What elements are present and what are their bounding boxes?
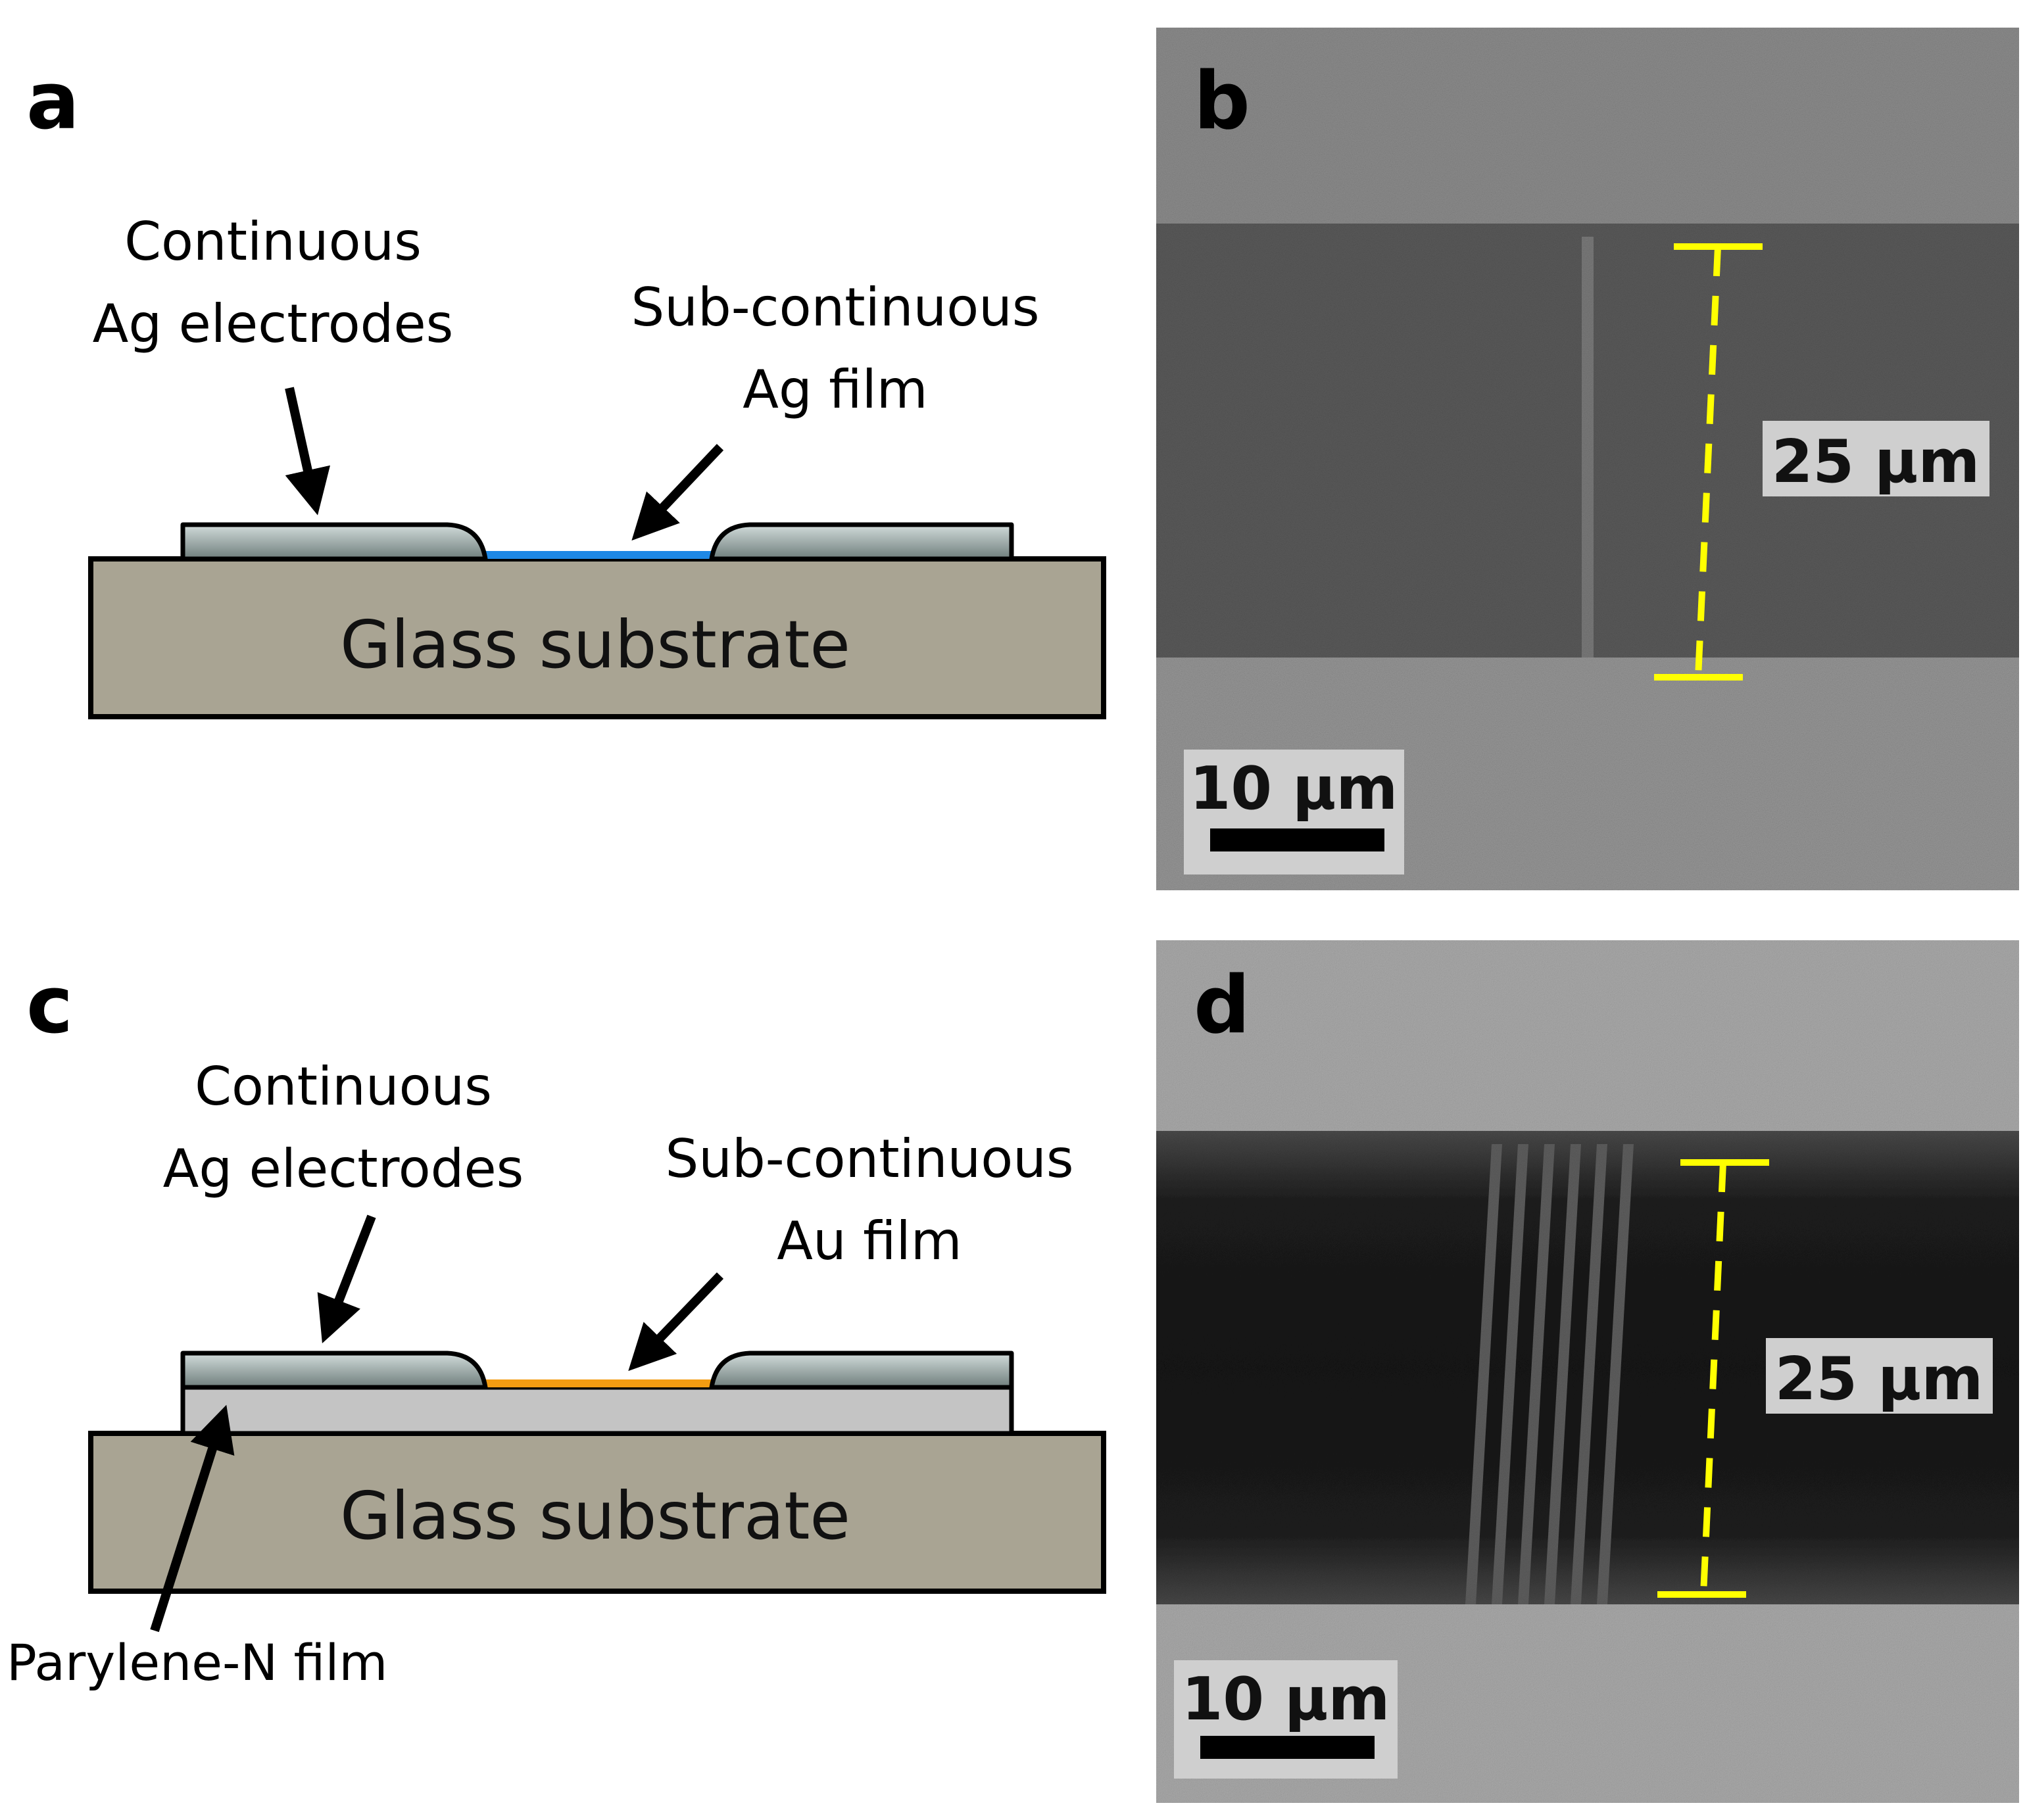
panel-b-dimension-label-box (1763, 421, 1989, 496)
panel-c-electrode-label-line2: Ag electrodes (163, 1138, 524, 1199)
panel-c-au-film (480, 1379, 717, 1387)
panel-a-left-electrode (180, 522, 488, 562)
panel-d-scalebar-label: 10 µm (1182, 1665, 1390, 1734)
panel-b-dimension-line (1695, 246, 1721, 678)
panel-a-electrode-label-line1: Continuous (124, 211, 422, 272)
panel-c-parylene-label: Parylene-N film (7, 1633, 387, 1692)
panel-d-dimension-label: 25 µm (1775, 1345, 1984, 1414)
panel-c-parylene-arrow (150, 1404, 235, 1633)
panel-b: b 25 µm 10 µm (1156, 28, 2019, 890)
panel-c-right-electrode (709, 1351, 1014, 1390)
panel-c-film-label-line1: Sub-continuous (665, 1128, 1073, 1189)
panel-d-letter: d (1194, 960, 1250, 1051)
panel-b-dimension-label: 25 µm (1772, 427, 1980, 496)
panel-b-scalebar (1210, 828, 1384, 851)
panel-b-scalebar-box (1184, 750, 1404, 874)
panel-c: c Continuous Ag electrodes Sub-continuou… (7, 960, 1106, 1692)
panel-a-substrate-label: Glass substrate (340, 606, 850, 683)
panel-c-letter: c (26, 960, 73, 1051)
panel-a-letter: a (26, 56, 80, 147)
panel-a-substrate (88, 556, 1106, 719)
panel-d-dimension-label-box (1766, 1338, 1993, 1414)
panel-a-ag-film (480, 551, 717, 559)
panel-c-parylene-film (180, 1385, 1014, 1436)
panel-d-stripes (1465, 1144, 1634, 1604)
panel-c-substrate-label: Glass substrate (340, 1477, 850, 1554)
panel-c-film-arrow (628, 1272, 724, 1372)
panel-a-electrode-label-line2: Ag electrodes (93, 293, 454, 354)
panel-a: a Continuous Ag electrodes Sub-continuou… (26, 56, 1106, 719)
panel-c-film-label-line2: Au film (777, 1210, 962, 1272)
panel-a-film-label-line1: Sub-continuous (631, 277, 1039, 338)
panel-a-film-arrow (631, 444, 724, 541)
panel-a-right-electrode (709, 522, 1014, 562)
panel-c-electrode-label-line1: Continuous (195, 1056, 492, 1117)
panel-d-scalebar (1200, 1736, 1375, 1759)
panel-c-substrate (88, 1431, 1106, 1594)
panel-b-letter: b (1194, 56, 1250, 147)
panel-b-scalebar-label: 10 µm (1190, 754, 1398, 823)
panel-c-left-electrode (180, 1351, 488, 1390)
panel-d: d 25 µm 10 µm (1156, 940, 2019, 1803)
panel-d-dimension-line (1700, 1162, 1726, 1595)
panel-c-electrode-arrow (317, 1214, 376, 1344)
panel-a-film-label-line2: Ag film (743, 359, 927, 420)
panel-a-electrode-arrow (285, 387, 331, 515)
